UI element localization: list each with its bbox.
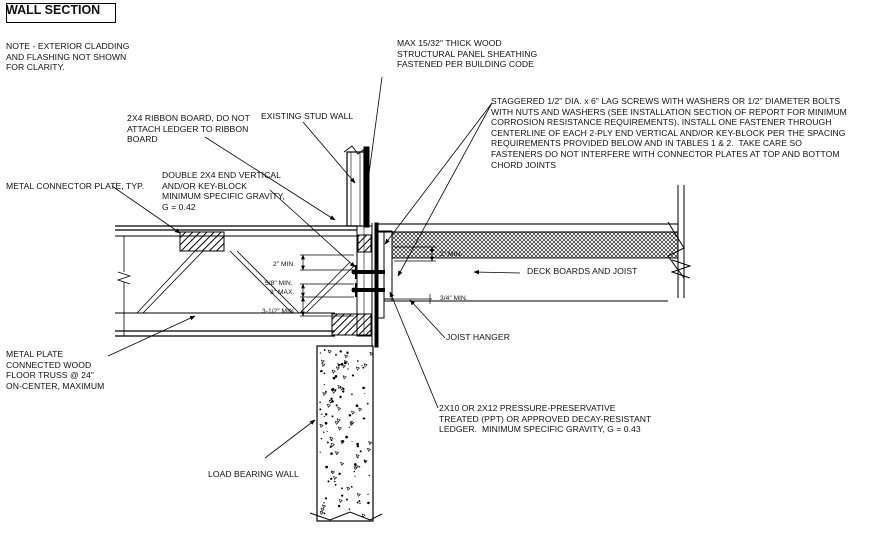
- foundation-wall: [309, 345, 383, 522]
- dimension-lines: [300, 246, 436, 317]
- floor-truss: [115, 225, 357, 337]
- lag-screws: [351, 265, 385, 297]
- ledger-label: 2X10 OR 2X12 PRESSURE-PRESERVATIVE TREAT…: [439, 403, 652, 435]
- metal-connector-plate-label: METAL CONNECTOR PLATE, TYP.: [6, 181, 145, 191]
- load-bearing-wall-label: LOAD BEARING WALL: [208, 469, 299, 479]
- page-title: WALL SECTION: [6, 3, 101, 17]
- existing-wall-right: [670, 185, 692, 298]
- dim-3-half-min: 3-1/2" MIN.: [262, 308, 296, 315]
- dim-3-max: 3" MAX.: [270, 289, 295, 296]
- ledger-and-deck: [377, 221, 685, 319]
- dim-5-8-min: 5/8" MIN.: [265, 280, 293, 287]
- joist-hanger-label: JOIST HANGER: [446, 332, 510, 342]
- leader-lines: [107, 76, 521, 459]
- stud-wall-and-sheathing: [343, 145, 379, 348]
- existing-stud-wall-label: EXISTING STUD WALL: [261, 111, 354, 121]
- dim-2-min-right: 2" MIN.: [440, 251, 463, 258]
- sheathing-label: MAX 15/32" THICK WOOD STRUCTURAL PANEL S…: [397, 38, 538, 70]
- deck-boards-label: DECK BOARDS AND JOIST: [527, 266, 638, 276]
- lag-screws-label: STAGGERED 1/2" DIA. x 6" LAG SCREWS WITH…: [491, 96, 847, 170]
- ribbon-board-label: 2X4 RIBBON BOARD, DO NOT ATTACH LEDGER T…: [127, 113, 250, 145]
- dim-2-min-left: 2" MIN.: [273, 261, 296, 268]
- hatched-members: [179, 231, 372, 336]
- end-vertical-label: DOUBLE 2X4 END VERTICAL AND/OR KEY-BLOCK…: [162, 170, 285, 212]
- note-label: NOTE - EXTERIOR CLADDING AND FLASHING NO…: [6, 41, 130, 73]
- title-box: [6, 3, 116, 23]
- floor-truss-label: METAL PLATE CONNECTED WOOD FLOOR TRUSS @…: [6, 349, 105, 391]
- dim-3-4-min: 3/4" MIN.: [440, 295, 468, 302]
